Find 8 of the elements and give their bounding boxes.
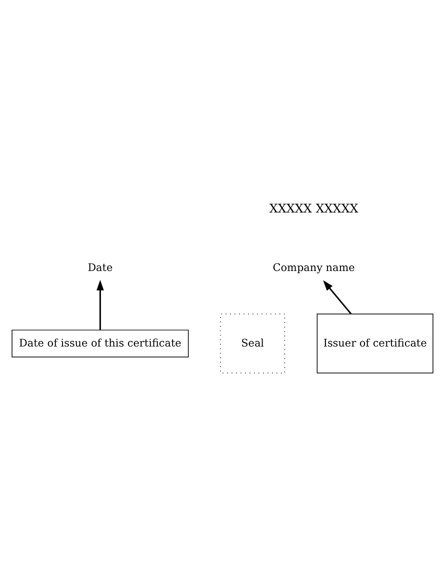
node-text: Company name xyxy=(272,262,355,274)
arrow xyxy=(96,280,104,330)
node-text: Date xyxy=(88,262,113,274)
node-box: Date of issue of this certificate xyxy=(12,330,189,358)
label: XXXXX XXXXX xyxy=(269,201,358,216)
node-box: Seal xyxy=(220,314,286,374)
node-box: Issuer of certificate xyxy=(316,314,434,374)
arrow xyxy=(323,280,352,314)
